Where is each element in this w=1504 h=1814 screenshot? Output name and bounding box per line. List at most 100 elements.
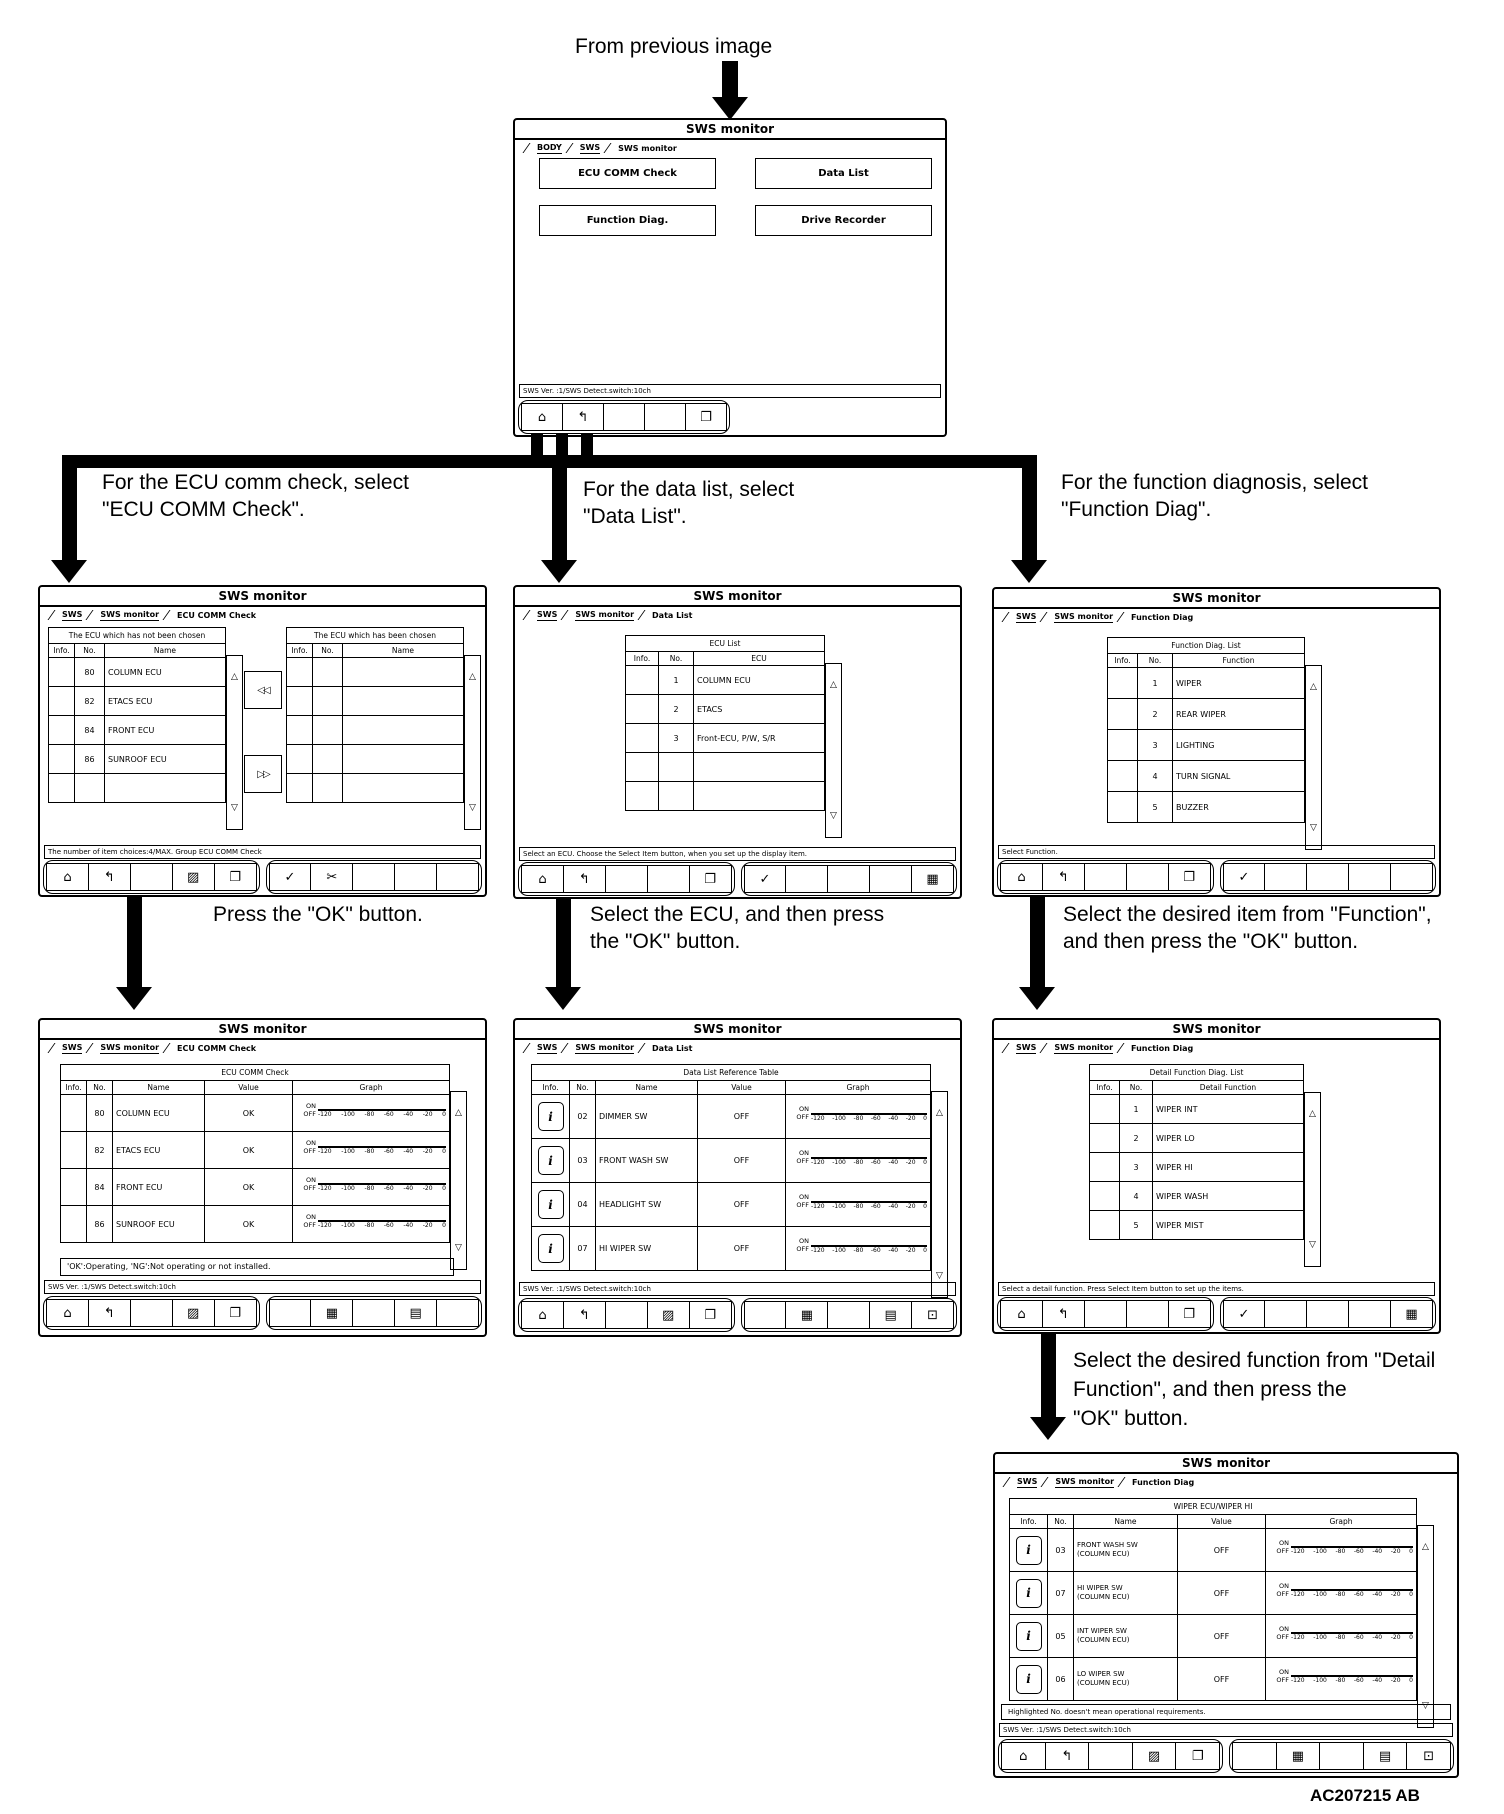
tab-sws-monitor[interactable]: SWS monitor bbox=[82, 1043, 160, 1054]
return-button[interactable]: ↰ bbox=[87, 863, 131, 891]
box-button[interactable]: ▨ bbox=[171, 1299, 215, 1327]
home-button[interactable]: ⌂ bbox=[46, 863, 89, 891]
tab-sws-monitor[interactable]: SWS monitor bbox=[1036, 1043, 1114, 1054]
select-item-button[interactable]: ▦ bbox=[911, 865, 955, 893]
tab-sws-monitor[interactable]: SWS monitor bbox=[1036, 612, 1114, 623]
print-button[interactable]: ▤ bbox=[869, 1301, 913, 1329]
data-list-button[interactable]: Data List bbox=[755, 158, 932, 189]
tab-function-diag[interactable]: Function Diag bbox=[1113, 1043, 1193, 1053]
scroll-up-icon[interactable]: △ bbox=[1310, 682, 1317, 692]
tab-ecu-comm-check[interactable]: ECU COMM Check bbox=[159, 610, 256, 620]
toolbar-button-empty[interactable] bbox=[827, 865, 871, 893]
tab-data-list[interactable]: Data List bbox=[634, 610, 693, 620]
toolbar-button-empty[interactable] bbox=[129, 1299, 173, 1327]
toolbar-button-empty[interactable] bbox=[394, 863, 438, 891]
home-button[interactable]: ⌂ bbox=[46, 1299, 89, 1327]
return-button[interactable]: ↰ bbox=[1041, 1300, 1085, 1328]
table-row-empty[interactable] bbox=[49, 774, 225, 802]
info-button[interactable]: i bbox=[537, 1102, 564, 1131]
copy-button[interactable]: ❐ bbox=[685, 403, 727, 431]
copy-button[interactable]: ❐ bbox=[1175, 1742, 1220, 1770]
tab-sws[interactable]: SWS bbox=[44, 610, 83, 621]
tab-sws[interactable]: SWS bbox=[519, 610, 558, 621]
toolbar-button-empty[interactable] bbox=[604, 865, 648, 893]
copy-button[interactable]: ❐ bbox=[213, 1299, 257, 1327]
cancel-button[interactable]: ✂ bbox=[310, 863, 354, 891]
table-row-empty[interactable] bbox=[626, 753, 824, 782]
scroll-up-icon[interactable]: △ bbox=[1309, 1109, 1316, 1119]
home-button[interactable]: ⌂ bbox=[1000, 1300, 1043, 1328]
info-button[interactable]: i bbox=[537, 1190, 564, 1219]
toolbar-button-empty[interactable] bbox=[1232, 1742, 1277, 1770]
info-button[interactable]: i bbox=[1015, 1621, 1042, 1651]
tab-ecu-comm-check[interactable]: ECU COMM Check bbox=[159, 1043, 256, 1053]
info-button[interactable]: i bbox=[1015, 1664, 1042, 1694]
toolbar-button-empty[interactable] bbox=[1390, 863, 1434, 891]
info-button[interactable]: i bbox=[537, 1146, 564, 1175]
toolbar-button-empty[interactable] bbox=[1125, 1300, 1169, 1328]
toolbar-button-empty[interactable] bbox=[1306, 863, 1350, 891]
toolbar-button-empty[interactable] bbox=[1348, 1300, 1392, 1328]
select-item-button[interactable]: ▦ bbox=[1390, 1300, 1434, 1328]
copy-button[interactable]: ❐ bbox=[688, 1301, 732, 1329]
toolbar-button-empty[interactable] bbox=[604, 1301, 648, 1329]
tab-sws[interactable]: SWS bbox=[999, 1477, 1038, 1488]
info-button[interactable]: i bbox=[537, 1234, 564, 1263]
table-view-button[interactable]: ▦ bbox=[1275, 1742, 1321, 1770]
copy-button[interactable]: ❐ bbox=[213, 863, 257, 891]
toolbar-button-empty[interactable] bbox=[1319, 1742, 1364, 1770]
toolbar-button-empty[interactable] bbox=[129, 863, 173, 891]
toolbar-button-empty[interactable] bbox=[436, 863, 480, 891]
toolbar-button-empty[interactable] bbox=[1083, 1300, 1127, 1328]
scroll-down-icon[interactable]: ▽ bbox=[1422, 1701, 1429, 1711]
return-button[interactable]: ↰ bbox=[1041, 863, 1085, 891]
print-button[interactable]: ▤ bbox=[1362, 1742, 1408, 1770]
toolbar-button-empty[interactable] bbox=[646, 865, 690, 893]
toolbar-button-empty[interactable] bbox=[352, 1299, 396, 1327]
copy-button[interactable]: ❐ bbox=[1167, 863, 1211, 891]
tab-body[interactable]: BODY bbox=[519, 143, 562, 154]
scroll-up-icon[interactable]: △ bbox=[1422, 1542, 1429, 1552]
home-button[interactable]: ⌂ bbox=[521, 403, 563, 431]
toolbar-button-empty[interactable] bbox=[268, 1299, 312, 1327]
toolbar-button-empty[interactable] bbox=[1088, 1742, 1133, 1770]
box-button[interactable]: ▨ bbox=[646, 1301, 690, 1329]
tab-sws[interactable]: SWS bbox=[44, 1043, 83, 1054]
toolbar-button-empty[interactable] bbox=[1264, 1300, 1308, 1328]
monitor-button[interactable]: ⊡ bbox=[1406, 1742, 1451, 1770]
ok-button[interactable]: ✓ bbox=[1222, 1300, 1266, 1328]
table-row-empty[interactable] bbox=[287, 658, 463, 687]
return-button[interactable]: ↰ bbox=[87, 1299, 131, 1327]
scroll-up-icon[interactable]: △ bbox=[936, 1108, 943, 1118]
toolbar-button-empty[interactable] bbox=[1348, 863, 1392, 891]
tab-data-list[interactable]: Data List bbox=[634, 1043, 693, 1053]
home-button[interactable]: ⌂ bbox=[1000, 863, 1043, 891]
toolbar-button-empty[interactable] bbox=[1306, 1300, 1350, 1328]
tab-sws-monitor[interactable]: SWS monitor bbox=[557, 610, 635, 621]
table-row-empty[interactable] bbox=[626, 782, 824, 810]
toolbar-button-empty[interactable] bbox=[1264, 863, 1308, 891]
ok-button[interactable]: ✓ bbox=[268, 863, 312, 891]
return-button[interactable]: ↰ bbox=[562, 865, 606, 893]
toolbar-button-empty[interactable] bbox=[352, 863, 396, 891]
scroll-down-icon[interactable]: ▽ bbox=[469, 803, 476, 813]
box-button[interactable]: ▨ bbox=[1131, 1742, 1177, 1770]
return-button[interactable]: ↰ bbox=[1044, 1742, 1090, 1770]
ok-button[interactable]: ✓ bbox=[1222, 863, 1266, 891]
toolbar-button-empty[interactable] bbox=[436, 1299, 480, 1327]
scroll-up-icon[interactable]: △ bbox=[231, 672, 238, 682]
tab-sws-monitor[interactable]: SWS monitor bbox=[1037, 1477, 1115, 1488]
home-button[interactable]: ⌂ bbox=[1001, 1742, 1046, 1770]
